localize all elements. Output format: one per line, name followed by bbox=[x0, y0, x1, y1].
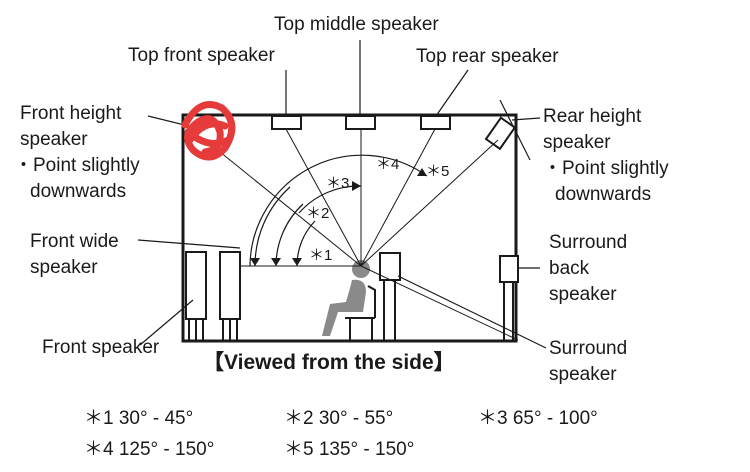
label-surround-speaker: Surround speaker bbox=[549, 338, 628, 385]
rear-height-speaker-box bbox=[484, 116, 517, 151]
angle-marker-2: ＊2 bbox=[306, 205, 330, 222]
label-top-middle-speaker: Top middle speaker bbox=[274, 14, 439, 35]
label-top-front-speaker: Top front speaker bbox=[128, 45, 275, 66]
angle-marker-4: ＊4 bbox=[376, 156, 400, 173]
angle-note-5: ＊5 135° - 150° bbox=[284, 439, 415, 460]
top-middle-speaker-box bbox=[345, 115, 376, 130]
label-surround-back-speaker: Surround back speaker bbox=[549, 232, 628, 305]
angle-marker-5: ＊5 bbox=[426, 163, 450, 180]
angle-note-1: ＊1 30° - 45° bbox=[84, 408, 194, 429]
label-front-height-speaker: Front height speaker ・Point slightly dow… bbox=[14, 103, 140, 202]
listener-figure bbox=[322, 260, 376, 340]
angle-marker-1: ＊1 bbox=[309, 247, 333, 264]
front-speaker-box bbox=[185, 251, 207, 320]
label-rear-height-speaker: Rear height speaker ・Point slightly down… bbox=[543, 106, 669, 205]
top-rear-speaker-box bbox=[420, 115, 451, 130]
angle-note-4: ＊4 125° - 150° bbox=[84, 439, 215, 460]
angle-marker-3: ＊3 bbox=[326, 175, 350, 192]
view-caption: 【Viewed from the side】 bbox=[203, 351, 455, 374]
angle-note-2: ＊2 30° - 55° bbox=[284, 408, 394, 429]
surround-back-speaker-box bbox=[499, 255, 519, 283]
sight-lines bbox=[203, 128, 519, 341]
arc-arrowheads bbox=[250, 168, 427, 266]
angle-note-3: ＊3 65° - 100° bbox=[478, 408, 598, 429]
front-wide-speaker-box bbox=[219, 251, 241, 320]
red-scribble bbox=[181, 101, 236, 161]
top-front-speaker-box bbox=[271, 115, 302, 130]
label-top-rear-speaker: Top rear speaker bbox=[416, 46, 559, 67]
label-front-speaker: Front speaker bbox=[42, 337, 160, 358]
label-front-wide-speaker: Front wide speaker bbox=[30, 231, 119, 278]
